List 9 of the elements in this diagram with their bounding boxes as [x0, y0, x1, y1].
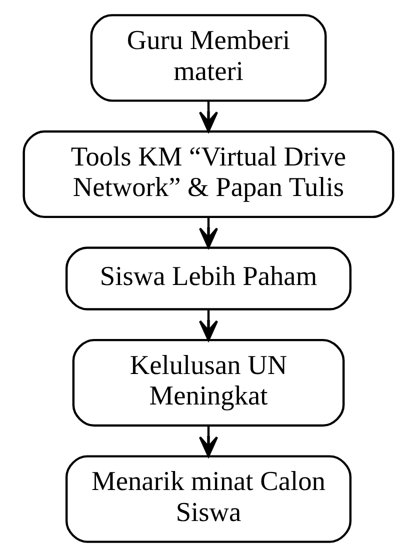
node-box: Menarik minat Calon Siswa	[64, 455, 352, 543]
arrow	[198, 309, 218, 342]
arrow	[198, 426, 218, 458]
node-box: Tools KM “Virtual Drive Network” & Papan Tulis	[22, 130, 394, 218]
node-box: Kelulusan UN Meningkat	[72, 338, 344, 427]
node-box: Siswa Lebih Paham	[64, 246, 352, 310]
arrow	[198, 101, 218, 132]
arrow	[198, 218, 218, 248]
node-box: Guru Memberi materi	[90, 14, 326, 102]
